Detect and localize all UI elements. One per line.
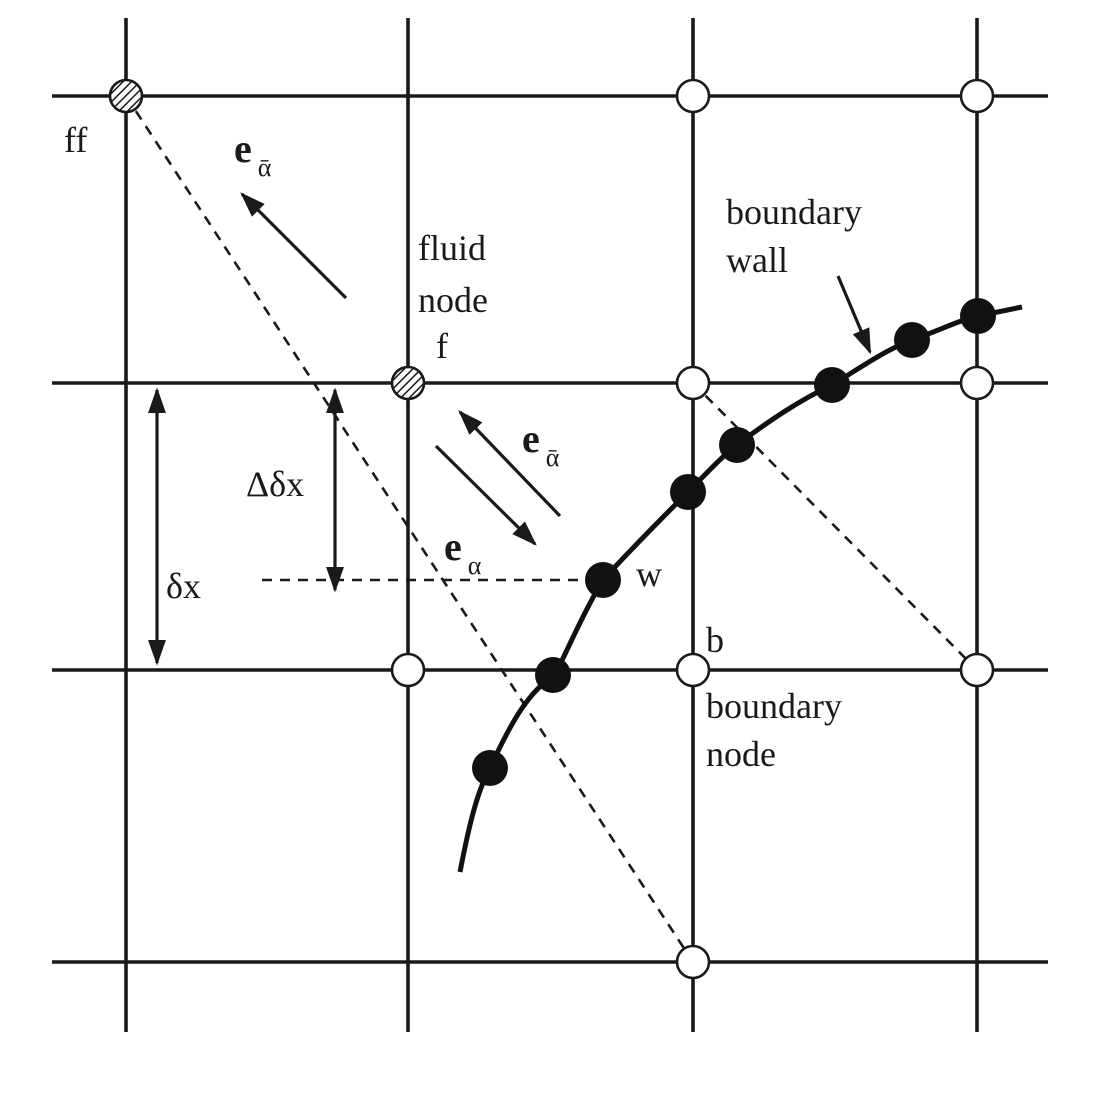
- lattice-grid: [52, 18, 1048, 1032]
- velocity-vectors: [240, 192, 562, 546]
- lattice-node-open: [675, 78, 711, 114]
- e-alpha-bar-top-arrow: [240, 192, 348, 300]
- fluid-node-ff: [108, 78, 144, 114]
- diagonal-upper-right: [692, 382, 978, 671]
- label-f: f: [436, 326, 448, 366]
- boundary-node-b: [675, 652, 711, 688]
- lattice-node-open: [959, 78, 995, 114]
- label-node: node: [418, 280, 488, 320]
- boundary-wall-pointer-arrow: [836, 275, 872, 355]
- wall-point-w: [585, 562, 621, 598]
- wall-point: [960, 298, 996, 334]
- label-delta-x: δx: [166, 566, 201, 606]
- diagonal-links: [124, 95, 978, 963]
- diagram-labels: ff fluid node f boundary wall w b bounda…: [64, 120, 862, 774]
- label-boundary-wall-2: wall: [726, 240, 788, 280]
- wall-point: [535, 657, 571, 693]
- wall-point: [719, 427, 755, 463]
- label-delta-delta-x: Δδx: [246, 464, 304, 504]
- label-fluid: fluid: [418, 228, 486, 268]
- lattice-node-open: [959, 652, 995, 688]
- wall-point: [670, 474, 706, 510]
- label-ff: ff: [64, 120, 87, 160]
- boundary-wall-points: [472, 298, 996, 786]
- label-b: b: [706, 620, 724, 660]
- boundary-wall-curve: [457, 304, 1023, 873]
- fluid-node-f: [390, 365, 426, 401]
- lattice-node-open: [675, 944, 711, 980]
- lattice-node-open: [390, 652, 426, 688]
- lattice-node-open: [675, 365, 711, 401]
- dimension-arrows: [148, 387, 344, 666]
- wall-point: [814, 367, 850, 403]
- e-alpha-arrow: [434, 444, 537, 546]
- lattice-node-open: [959, 365, 995, 401]
- label-boundary-node-2: node: [706, 734, 776, 774]
- wall-point: [894, 322, 930, 358]
- label-boundary-node-1: boundary: [706, 686, 842, 726]
- e-alpha-bar-mid-arrow: [458, 410, 562, 518]
- label-boundary-wall-1: boundary: [726, 192, 862, 232]
- lattice-nodes: [108, 78, 995, 980]
- wall-point: [472, 750, 508, 786]
- label-w: w: [636, 554, 662, 594]
